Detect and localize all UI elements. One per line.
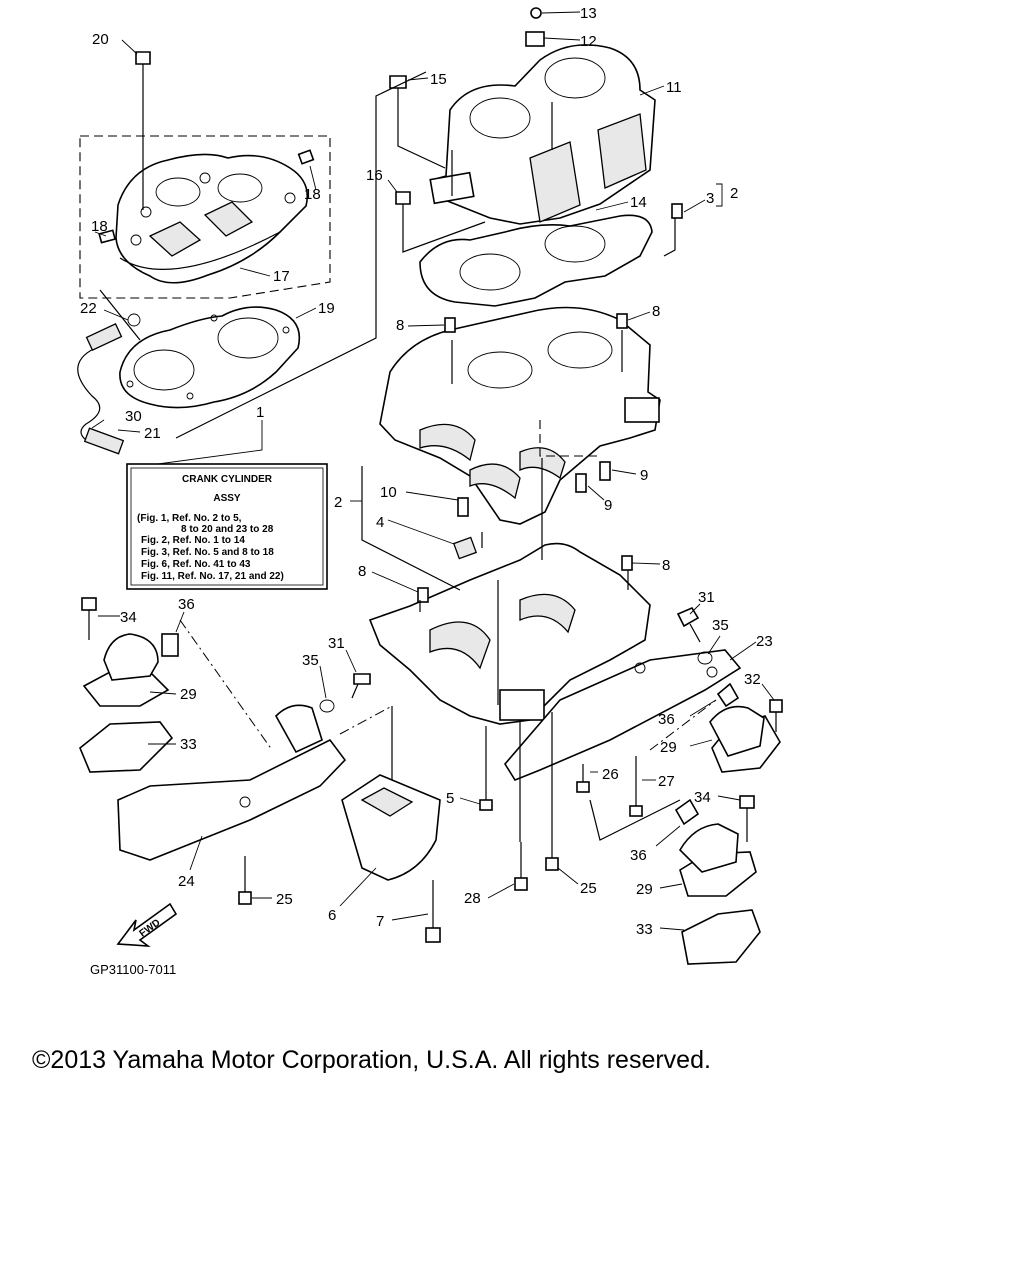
- cylinder-head-gasket: [119, 306, 301, 409]
- alignment-lines: [99, 71, 717, 842]
- callout-2-top: 2: [730, 185, 738, 202]
- callout-2-mid: 2: [334, 494, 342, 511]
- callout-23: 23: [756, 633, 773, 650]
- callout-36-right: 36: [658, 711, 675, 728]
- callout-14: 14: [630, 194, 647, 211]
- callout-4: 4: [376, 514, 384, 531]
- cylinder: [429, 44, 656, 225]
- callout-8-b: 8: [652, 303, 660, 320]
- fasteners: [81, 7, 783, 943]
- callout-3: 3: [706, 190, 714, 207]
- oil-pan: [341, 774, 441, 881]
- callout-5: 5: [446, 790, 454, 807]
- label-line: Fig. 6, Ref. No. 41 to 43: [141, 559, 251, 570]
- callout-36-left: 36: [178, 596, 195, 613]
- callout-17: 17: [273, 268, 290, 285]
- callout-7: 7: [376, 913, 384, 930]
- label-line: Fig. 11, Ref. No. 17, 21 and 22): [141, 571, 284, 582]
- callout-8-d: 8: [662, 557, 670, 574]
- callout-33-right: 33: [636, 921, 653, 938]
- callout-32: 32: [744, 671, 761, 688]
- crankcase-upper: [379, 306, 661, 525]
- callout-25-left: 25: [276, 891, 293, 908]
- callout-16: 16: [366, 167, 383, 184]
- callout-27: 27: [658, 773, 675, 790]
- engine-mount-right: [504, 649, 742, 781]
- water-hose: [77, 313, 141, 455]
- callout-20: 20: [92, 31, 109, 48]
- callout-35-left: 35: [302, 652, 319, 669]
- copyright-notice: ©2013 Yamaha Motor Corporation, U.S.A. A…: [32, 1046, 711, 1074]
- callout-36-lower: 36: [630, 847, 647, 864]
- callout-26: 26: [602, 766, 619, 783]
- callout-28: 28: [464, 890, 481, 907]
- engine-mount-left: [117, 704, 347, 861]
- callout-29-right-lower: 29: [636, 881, 653, 898]
- callout-31-right: 31: [698, 589, 715, 606]
- label-title-line1: CRANK CYLINDER: [182, 474, 273, 485]
- callout-10: 10: [380, 484, 397, 501]
- callout-24: 24: [178, 873, 195, 890]
- callout-6: 6: [328, 907, 336, 924]
- callout-12: 12: [580, 33, 597, 50]
- callout-29-right-upper: 29: [660, 739, 677, 756]
- callout-8-c: 8: [358, 563, 366, 580]
- rubber-mount-right-lower: [678, 823, 761, 965]
- fwd-arrow-icon: FWD: [116, 902, 178, 947]
- callout-25-right: 25: [580, 880, 597, 897]
- label-line: Fig. 3, Ref. No. 5 and 8 to 18: [141, 547, 274, 558]
- label-line: Fig. 2, Ref. No. 1 to 14: [141, 535, 245, 546]
- cylinder-head-cover-group: [79, 135, 331, 299]
- rubber-mount-left: [79, 633, 174, 773]
- label-line: (Fig. 1, Ref. No. 2 to 5,: [137, 513, 242, 524]
- callout-8-a: 8: [396, 317, 404, 334]
- callout-18-lower: 18: [91, 218, 108, 235]
- crank-cylinder-assy-label: CRANK CYLINDER ASSY (Fig. 1, Ref. No. 2 …: [126, 463, 328, 590]
- callout-34-left: 34: [120, 609, 137, 626]
- label-line: 8 to 20 and 23 to 28: [181, 524, 274, 535]
- label-title-line2: ASSY: [213, 493, 241, 504]
- exploded-parts-diagram: FWD CRANK CYLINDER ASSY (Fig. 1, Ref. No…: [77, 5, 783, 977]
- callout-9-b: 9: [604, 497, 612, 514]
- callouts: 13 12 11 15 16 20 18 18 17 19 22 30 21 1…: [80, 5, 773, 938]
- callout-18-upper: 18: [304, 186, 321, 203]
- callout-34-right: 34: [694, 789, 711, 806]
- callout-19: 19: [318, 300, 335, 317]
- callout-22: 22: [80, 300, 97, 317]
- callout-33-left: 33: [180, 736, 197, 753]
- cylinder-base-gasket: [419, 214, 653, 307]
- drawing-code: GP31100-7011: [90, 962, 176, 977]
- callout-1: 1: [256, 404, 264, 421]
- crankcase-lower: [368, 542, 651, 725]
- callout-35-right: 35: [712, 617, 729, 634]
- leader-lines: [91, 11, 775, 931]
- callout-29-left: 29: [180, 686, 197, 703]
- callout-30: 30: [125, 408, 142, 425]
- callout-13: 13: [580, 5, 597, 22]
- bracket-3-2: [716, 183, 723, 207]
- rubber-mount-right-upper: [709, 705, 781, 773]
- callout-15: 15: [430, 71, 447, 88]
- callout-21: 21: [144, 425, 161, 442]
- callout-9-a: 9: [640, 467, 648, 484]
- callout-11: 11: [666, 79, 682, 96]
- callout-31-left: 31: [328, 635, 345, 652]
